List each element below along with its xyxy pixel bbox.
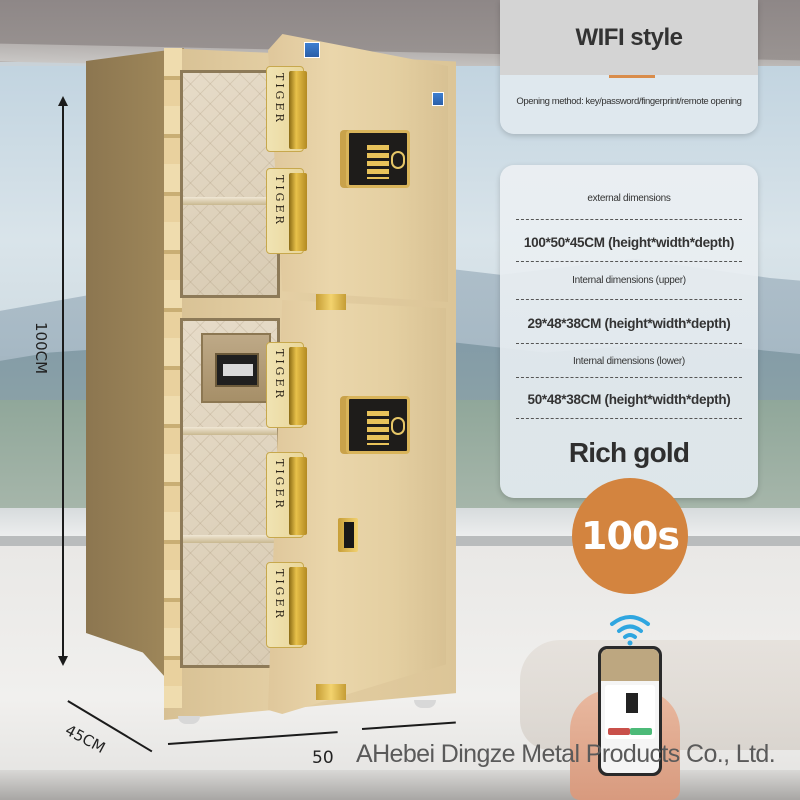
company-name: AHebei Dingze Metal Products Co., Ltd. xyxy=(356,740,776,768)
app-accept-button[interactable] xyxy=(630,728,652,735)
accent-divider xyxy=(609,75,655,78)
divider xyxy=(516,343,742,344)
divider xyxy=(516,418,742,419)
hinge-icon xyxy=(316,294,346,310)
upper-dimensions-label: Internal dimensions (upper) xyxy=(572,275,686,286)
app-reject-button[interactable] xyxy=(608,728,630,735)
bolt-plate-4: TIGER xyxy=(266,452,307,538)
opening-method-text: Opening method: key/password/fingerprint… xyxy=(516,96,742,107)
bolt-brand-text: TIGER xyxy=(273,175,286,227)
inner-lock-panel xyxy=(215,353,259,387)
lower-dimensions-value: 50*48*38CM (height*width*depth) xyxy=(527,392,731,407)
wifi-title: WIFI style xyxy=(575,24,683,51)
upper-shelf xyxy=(183,197,277,205)
divider xyxy=(516,219,742,220)
keypad-keys-icon xyxy=(367,411,389,445)
bolt-icon xyxy=(289,457,307,535)
bolt-brand-text: TIGER xyxy=(273,73,286,125)
inner-lock-screen xyxy=(223,364,253,376)
bolt-brand-text: TIGER xyxy=(273,459,286,511)
external-dimensions-value: 100*50*45CM (height*width*depth) xyxy=(523,235,735,250)
bolt-plate-2: TIGER xyxy=(266,168,307,254)
bolt-brand-text: TIGER xyxy=(273,569,286,621)
phone-screen xyxy=(601,649,659,773)
speed-badge: 100s xyxy=(572,478,688,594)
safe-foot xyxy=(178,716,200,724)
bolt-plate-1: TIGER xyxy=(266,66,307,152)
arrow-up-icon xyxy=(58,96,68,106)
safe-frame-strip xyxy=(164,48,182,708)
inner-safe-box xyxy=(201,333,271,403)
certification-icon xyxy=(432,92,444,106)
external-dimensions-label: external dimensions xyxy=(587,193,671,204)
upper-dimensions-value: 29*48*38CM (height*width*depth) xyxy=(527,316,731,331)
divider xyxy=(516,377,742,378)
color-name: Rich gold xyxy=(568,437,690,468)
height-line xyxy=(62,100,64,660)
hinge-icon xyxy=(316,684,346,700)
bolt-icon xyxy=(289,173,307,251)
bolt-icon xyxy=(289,567,307,645)
width-label: 50 xyxy=(312,748,334,768)
fingerprint-icon xyxy=(391,417,405,435)
lower-shelf-2 xyxy=(183,535,277,543)
door-handle[interactable] xyxy=(338,518,358,552)
bolt-plate-5: TIGER xyxy=(266,562,307,648)
lower-shelf-1 xyxy=(183,427,277,435)
lower-keypad[interactable] xyxy=(346,396,410,454)
lower-compartment xyxy=(180,318,280,668)
app-unlock-card xyxy=(605,685,655,739)
bolt-plate-3: TIGER xyxy=(266,342,307,428)
safe-thumbnail-icon xyxy=(626,693,638,713)
safe-foot xyxy=(414,700,436,708)
wifi-icon xyxy=(610,615,650,646)
bolt-icon xyxy=(289,347,307,425)
keypad-keys-icon xyxy=(367,145,389,179)
fingerprint-icon xyxy=(391,151,405,169)
bolt-brand-text: TIGER xyxy=(273,349,286,401)
lower-dimensions-label: Internal dimensions (lower) xyxy=(573,356,685,367)
divider xyxy=(516,299,742,300)
wifi-feature-card: WIFI style Opening method: key/password/… xyxy=(500,0,758,134)
upper-keypad[interactable] xyxy=(346,130,410,188)
brand-logo-icon xyxy=(304,42,320,58)
bolt-icon xyxy=(289,71,307,149)
upper-compartment xyxy=(180,70,280,298)
smartphone xyxy=(598,646,662,776)
arrow-down-icon xyxy=(58,656,68,666)
dimensions-card: external dimensions 100*50*45CM (height*… xyxy=(500,165,758,498)
app-header xyxy=(601,649,659,681)
divider xyxy=(516,261,742,262)
